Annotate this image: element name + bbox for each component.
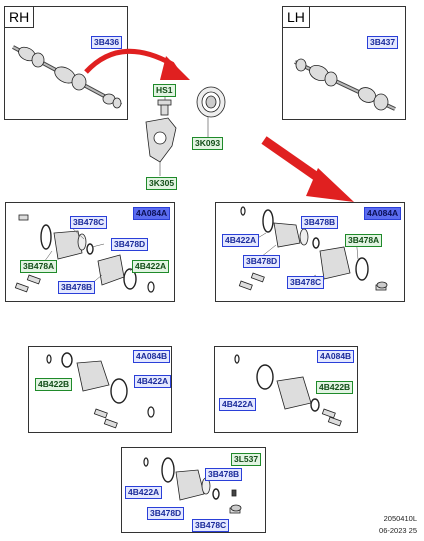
kit-a2-label-3[interactable]: 3B478A xyxy=(345,234,383,247)
kit-b1-panel: 4A084B 4B422B 4B422A xyxy=(28,346,172,433)
kit-c-code[interactable]: 3L537 xyxy=(231,453,262,466)
kit-b2-drawing xyxy=(234,354,342,427)
lh-driveshaft-drawing xyxy=(294,58,396,111)
kit-a2-label-1[interactable]: 3B478B xyxy=(301,216,339,229)
kit-c-label-3[interactable]: 3B478D xyxy=(147,507,185,520)
kit-c-label-1[interactable]: 3B478B xyxy=(205,468,243,481)
kit-a2-label-4[interactable]: 3B478D xyxy=(243,255,281,268)
kit-c-panel: 3L537 3B478B 4B422A 3B478D 3B478C xyxy=(121,447,266,533)
kit-b2-panel: 4A084B 4B422B 4B422A xyxy=(214,346,358,433)
kit-a1-panel: 4A084A 3B478C 3B478D 3B478A 4B422A 3B478… xyxy=(5,202,175,302)
lh-driveshaft-label[interactable]: 3B437 xyxy=(367,36,399,49)
rh-panel: RH 3B436 xyxy=(4,6,128,120)
kit-a1-label-2[interactable]: 3B478D xyxy=(111,238,149,251)
kit-a1-code[interactable]: 4A084A xyxy=(133,207,171,220)
kit-a1-label-3[interactable]: 3B478A xyxy=(20,260,58,273)
kit-a1-label-4[interactable]: 4B422A xyxy=(132,260,170,273)
rh-driveshaft-label[interactable]: 3B436 xyxy=(91,36,123,49)
lh-panel-title: LH xyxy=(283,7,310,28)
kit-c-drawing xyxy=(143,457,242,514)
kit-a2-drawing xyxy=(238,206,388,291)
kit-c-label-4[interactable]: 3B478C xyxy=(192,519,230,532)
kit-c-label-2[interactable]: 4B422A xyxy=(125,486,163,499)
kit-b1-code[interactable]: 4A084B xyxy=(133,350,171,363)
kit-b1-label-2[interactable]: 4B422A xyxy=(134,375,172,388)
lh-panel: LH 3B437 xyxy=(282,6,406,120)
kit-a2-label-2[interactable]: 4B422A xyxy=(222,234,260,247)
diagonal-red-arrow-head xyxy=(306,168,354,202)
kit-a2-label-5[interactable]: 3B478C xyxy=(287,276,325,289)
kit-a2-code[interactable]: 4A084A xyxy=(364,207,402,220)
rh-driveshaft-drawing xyxy=(12,45,122,109)
kit-b1-label-1[interactable]: 4B422B xyxy=(35,378,73,391)
kit-b2-code[interactable]: 4A084B xyxy=(317,350,355,363)
footer-date: 06-2023 25 xyxy=(379,526,417,535)
kit-b2-label-1[interactable]: 4B422B xyxy=(316,381,354,394)
kit-b2-label-2[interactable]: 4B422A xyxy=(219,398,257,411)
kit-a1-label-5[interactable]: 3B478B xyxy=(58,281,96,294)
kit-b1-drawing xyxy=(46,352,155,429)
3k093-label[interactable]: 3K093 xyxy=(192,137,224,150)
diagonal-red-arrow xyxy=(261,136,333,190)
rh-panel-title: RH xyxy=(5,7,35,28)
kit-a2-panel: 4A084A 3B478B 4B422A 3B478A 3B478D 3B478… xyxy=(215,202,405,302)
kit-a1-label-1[interactable]: 3B478C xyxy=(70,216,108,229)
curved-red-arrow-head xyxy=(160,56,190,80)
footer-ref: 2050410L xyxy=(383,514,417,523)
3k305-label[interactable]: 3K305 xyxy=(146,177,178,190)
hs1-label[interactable]: HS1 xyxy=(153,84,176,97)
